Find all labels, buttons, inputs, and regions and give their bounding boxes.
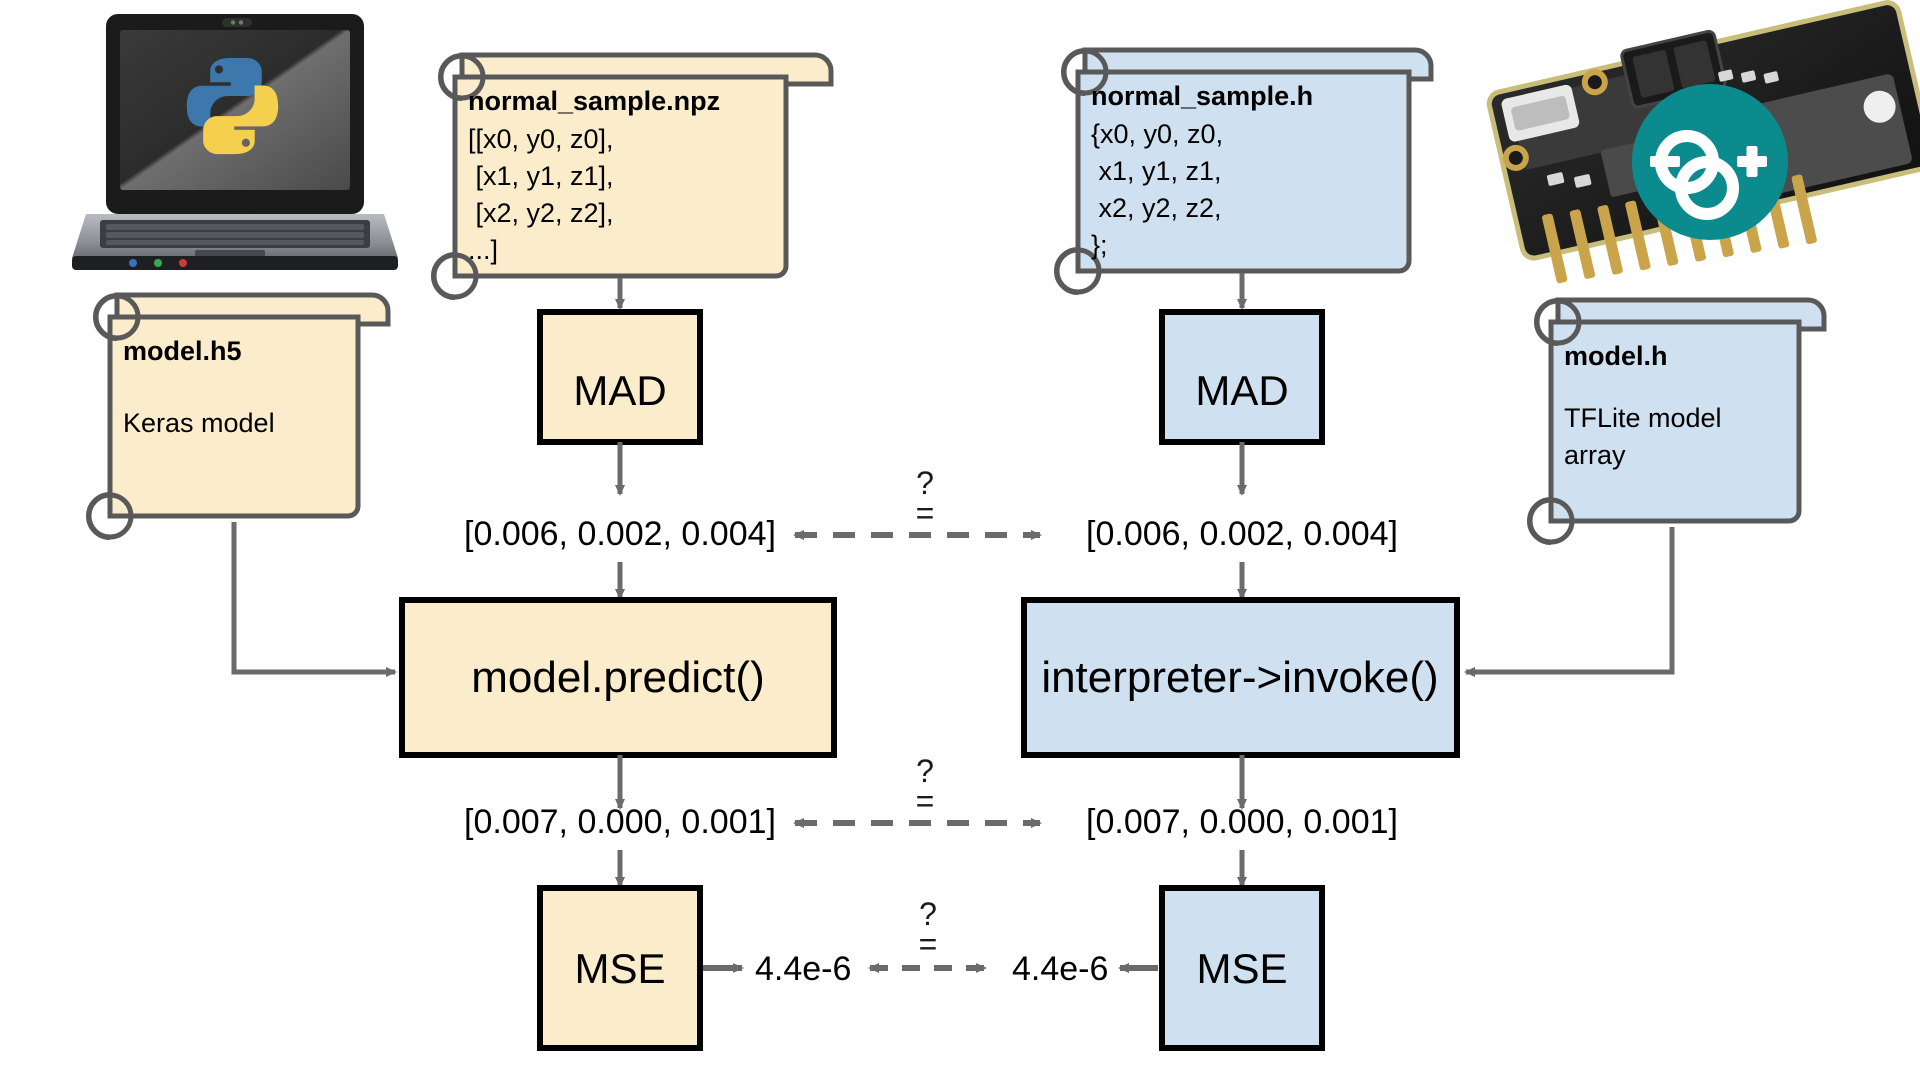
note-line: TFLite model [1564,403,1722,433]
note-line: array [1564,440,1626,470]
note-title: normal_sample.h [1091,81,1313,111]
note-line: x1, y1, z1, [1091,156,1222,186]
node-mse-right-label: MSE [1196,945,1287,992]
compare-mse: ? = [868,896,987,973]
node-mse-right [1159,885,1325,1051]
left-predict-output-value: [0.007, 0.000, 0.001] [464,803,776,841]
node-mad-right-label: MAD [1195,367,1288,414]
node-interpreter-invoke-label: interpreter->invoke() [1041,653,1438,702]
compare-mad-output: ? = [793,465,1042,540]
note-line: x2, y2, z2, [1091,193,1222,223]
compare-question-mark: ? [916,753,934,789]
note-line: [[x0, y0, z0], [468,124,614,154]
node-model-predict-label: model.predict() [471,653,764,702]
node-interpreter-invoke [1021,597,1460,758]
node-mad-left-label: MAD [573,367,666,414]
note-model-h: model.h TFLite model array [1527,297,1827,545]
note-normal-sample-npz: normal_sample.npz [[x0, y0, z0], [x1, y1… [431,52,834,300]
arduino-nano-board-icon [1486,0,1920,284]
compare-question-mark: ? [919,896,937,932]
note-title: normal_sample.npz [468,86,720,116]
note-line: ...] [468,235,498,265]
compare-equals-sign: = [919,926,938,962]
note-title: model.h5 [123,336,242,366]
node-mad-right [1159,309,1325,445]
node-mse-left [537,885,703,1051]
node-mad-left [537,309,703,445]
compare-equals-sign: = [916,783,935,819]
arduino-infinity-logo-icon [1632,84,1788,240]
right-mad-output-value: [0.006, 0.002, 0.004] [1086,515,1398,553]
note-line: {x0, y0, z0, [1091,119,1223,149]
note-normal-sample-h: normal_sample.h {x0, y0, z0, x1, y1, z1,… [1054,47,1434,295]
edge-model-h-to-invoke [1464,527,1675,677]
note-line: }; [1091,230,1108,260]
note-model-h5: model.h5 Keras model [86,292,391,540]
edge-model-h5-to-predict [231,522,397,677]
right-invoke-output-value: [0.007, 0.000, 0.001] [1086,803,1398,841]
note-title: model.h [1564,341,1668,371]
left-mad-output-value: [0.006, 0.002, 0.004] [464,515,776,553]
compare-equals-sign: = [916,495,935,531]
laptop-with-python-logo-icon [72,14,398,270]
compare-inference-output: ? = [793,753,1042,828]
note-line: Keras model [123,408,275,438]
right-mse-output-value: 4.4e-6 [1012,950,1108,988]
note-line: [x2, y2, z2], [468,198,614,228]
compare-question-mark: ? [916,465,934,501]
node-model-predict [399,597,837,758]
node-mse-left-label: MSE [574,945,665,992]
left-mse-output-value: 4.4e-6 [755,950,851,988]
note-line: [x1, y1, z1], [468,161,614,191]
